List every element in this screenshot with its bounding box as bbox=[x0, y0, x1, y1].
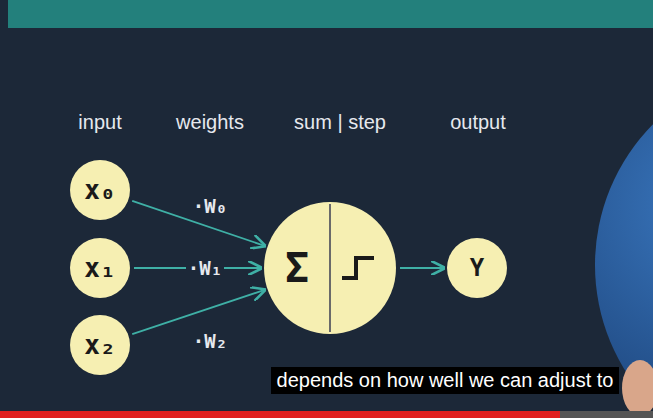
progress-bar bbox=[0, 411, 560, 418]
column-heading: sum | step bbox=[294, 111, 386, 134]
input-node: x₁ bbox=[70, 238, 130, 298]
output-node: Y bbox=[447, 238, 507, 298]
input-node: x₀ bbox=[70, 160, 130, 220]
column-heading: input bbox=[78, 111, 121, 134]
node-label: x₀ bbox=[84, 175, 115, 205]
globe-illustration bbox=[595, 65, 653, 418]
sum-step-node: Σ bbox=[264, 202, 396, 334]
weighted-arrow bbox=[132, 290, 264, 334]
node-label: x₂ bbox=[84, 330, 115, 360]
input-node: x₂ bbox=[70, 315, 130, 375]
step-function-glyph bbox=[342, 258, 374, 278]
weighted-arrow bbox=[400, 267, 444, 269]
node-label: x₁ bbox=[84, 253, 115, 283]
title-band bbox=[8, 0, 653, 28]
progress-track bbox=[0, 411, 653, 418]
column-heading: output bbox=[450, 111, 506, 134]
presenter-hand bbox=[622, 360, 653, 416]
step-symbol bbox=[264, 202, 396, 334]
weight-label: ·W₂ bbox=[191, 330, 229, 352]
divider-line bbox=[329, 204, 331, 332]
subtitle: depends on how well we can adjust to bbox=[271, 367, 620, 394]
column-heading: weights bbox=[176, 111, 244, 134]
node-label: Σ bbox=[264, 245, 330, 291]
weight-label: ·W₀ bbox=[191, 195, 229, 217]
node-label: Y bbox=[470, 254, 484, 282]
weight-label: ·W₁ bbox=[186, 257, 224, 279]
